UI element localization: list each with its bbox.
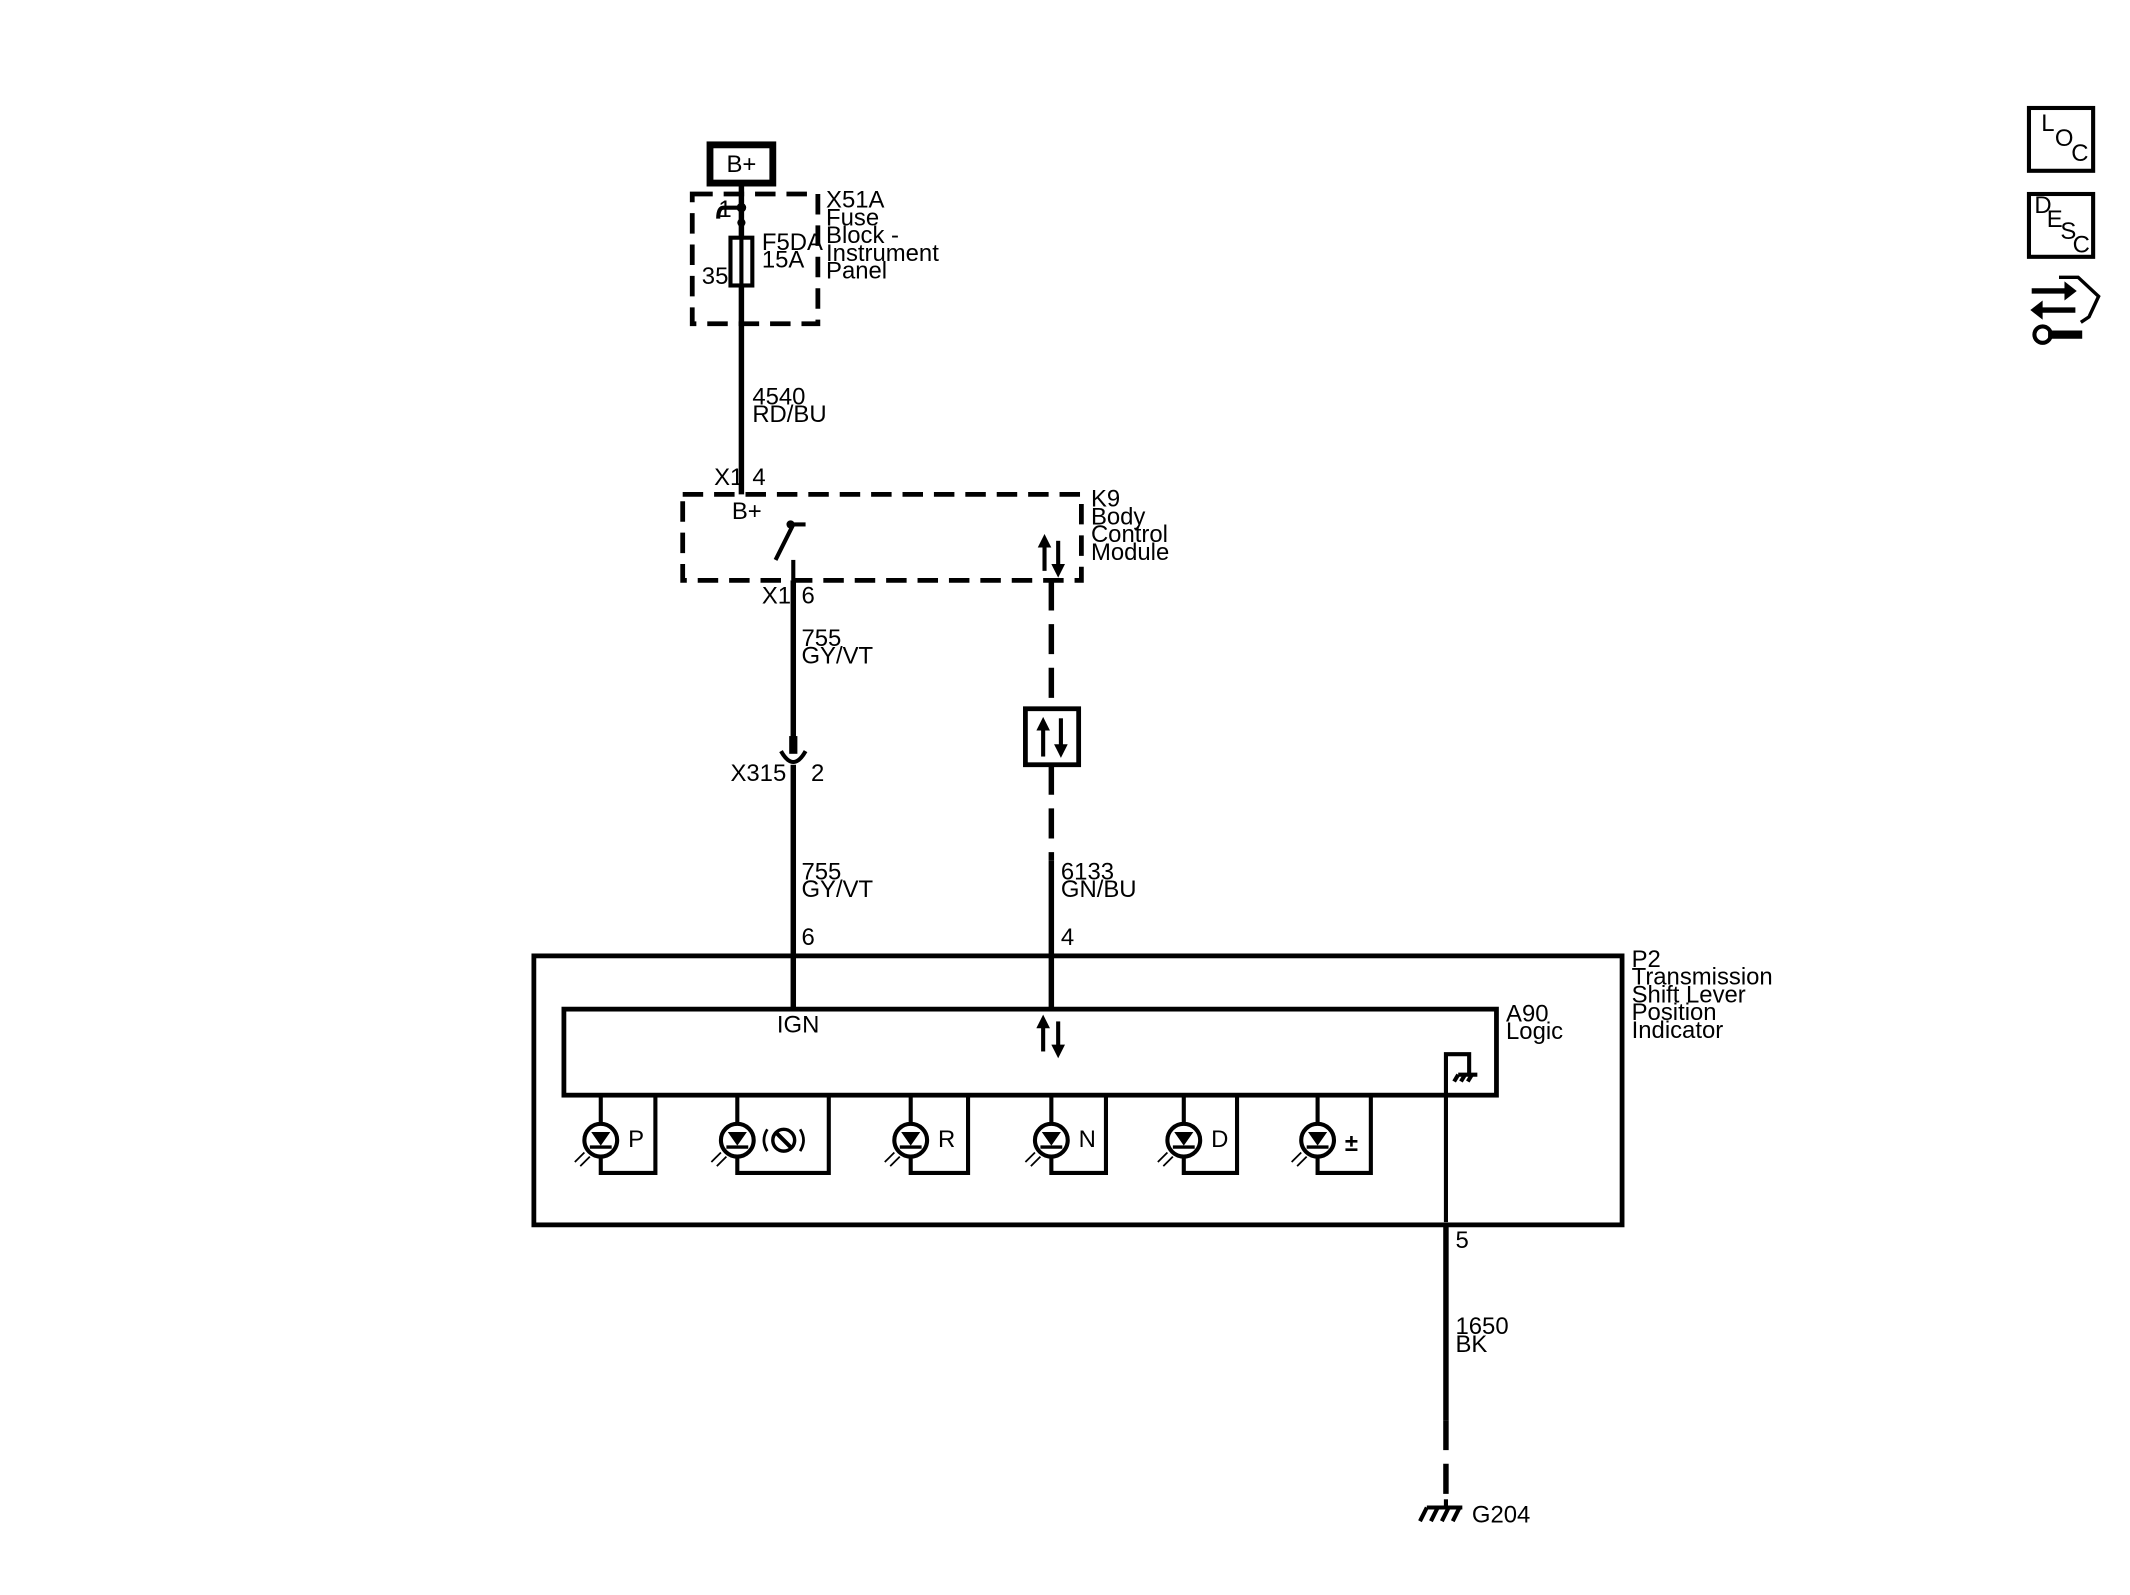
ign-label: IGN bbox=[777, 1011, 819, 1038]
wire-755-upper: 755 GY/VT bbox=[790, 580, 874, 746]
led-label: P bbox=[628, 1126, 644, 1153]
svg-text:Position: Position bbox=[1632, 999, 1717, 1026]
svg-text:35: 35 bbox=[702, 263, 729, 290]
led-label: ± bbox=[1345, 1130, 1358, 1157]
indicator-led-group: P R N D ± bbox=[574, 1095, 1373, 1176]
svg-text:4: 4 bbox=[1061, 924, 1074, 951]
svg-text:1: 1 bbox=[718, 196, 731, 223]
svg-text:A90: A90 bbox=[1506, 1000, 1548, 1027]
svg-text:4: 4 bbox=[752, 464, 765, 491]
led-indicator bbox=[710, 1095, 831, 1176]
led-indicator: ± bbox=[1291, 1095, 1373, 1176]
svg-text:6: 6 bbox=[801, 583, 814, 610]
svg-text:S: S bbox=[2060, 218, 2076, 245]
svg-text:15A: 15A bbox=[762, 247, 805, 274]
svg-text:Logic: Logic bbox=[1506, 1018, 1563, 1045]
svg-text:755: 755 bbox=[801, 625, 841, 652]
svg-text:Module: Module bbox=[1091, 539, 1169, 566]
svg-text:Shift Lever: Shift Lever bbox=[1632, 981, 1746, 1008]
svg-text:Instrument: Instrument bbox=[826, 240, 939, 267]
svg-text:5: 5 bbox=[1456, 1227, 1469, 1254]
led-indicator: N bbox=[1024, 1095, 1109, 1176]
svg-text:6: 6 bbox=[801, 924, 814, 951]
svg-text:Panel: Panel bbox=[826, 258, 887, 285]
bcm-switch-symbol bbox=[773, 523, 796, 561]
bcm-name: K9 bbox=[1091, 486, 1120, 513]
svg-text:Body: Body bbox=[1091, 503, 1145, 530]
led-label: D bbox=[1211, 1126, 1228, 1153]
battery-power-source: B+ bbox=[706, 141, 777, 187]
svg-text:GY/VT: GY/VT bbox=[801, 643, 873, 670]
svg-text:Block -: Block - bbox=[826, 222, 899, 249]
indicator-name: P2 bbox=[1632, 946, 1661, 973]
svg-text:F5DA: F5DA bbox=[762, 229, 823, 256]
connector-repair-icon[interactable] bbox=[2030, 275, 2101, 345]
svg-text:4540: 4540 bbox=[752, 383, 805, 410]
svg-text:D: D bbox=[2034, 192, 2051, 219]
shift-lever-position-indicator-p2: P2 Transmission Shift Lever Position Ind… bbox=[531, 946, 1773, 1228]
svg-text:755: 755 bbox=[801, 858, 841, 885]
svg-text:6133: 6133 bbox=[1061, 858, 1114, 885]
svg-text:1650: 1650 bbox=[1456, 1313, 1509, 1340]
shift-lock-icon bbox=[762, 1127, 805, 1153]
fuse-cavity-symbol bbox=[716, 205, 742, 219]
logic-ground-path bbox=[1443, 1052, 1472, 1223]
svg-text:B+: B+ bbox=[732, 498, 762, 525]
wire-6133-serial-data: 6133 GN/BU 4 bbox=[1023, 580, 1137, 1010]
wire-1650-ground: 5 1650 BK bbox=[1443, 1224, 1509, 1500]
serial-data-symbol bbox=[1023, 706, 1082, 768]
svg-text:E: E bbox=[2047, 206, 2063, 233]
led-indicator: D bbox=[1157, 1095, 1240, 1176]
fuse-block-x51a: 1 35 F5DA 15A X51A Fuse Block - Instrume… bbox=[689, 183, 939, 327]
svg-text:C: C bbox=[2073, 232, 2090, 259]
fuse-block-name: X51A bbox=[826, 187, 884, 214]
svg-text:G204: G204 bbox=[1472, 1502, 1530, 1529]
wire-755-lower: 755 GY/VT 6 bbox=[790, 764, 874, 1010]
svg-text:GN/BU: GN/BU bbox=[1061, 876, 1137, 903]
svg-text:BK: BK bbox=[1456, 1331, 1488, 1358]
svg-text:Fuse: Fuse bbox=[826, 204, 879, 231]
led-label: N bbox=[1079, 1126, 1096, 1153]
svg-text:B+: B+ bbox=[726, 151, 756, 178]
body-control-module-k9: X1 4 B+ X1 6 K9 Body Control Module bbox=[680, 464, 1169, 610]
wire-4540: 4540 RD/BU bbox=[738, 285, 827, 495]
led-label: R bbox=[938, 1126, 955, 1153]
svg-text:Transmission: Transmission bbox=[1632, 964, 1773, 991]
svg-text:Indicator: Indicator bbox=[1632, 1017, 1724, 1044]
svg-text:X1: X1 bbox=[762, 583, 791, 610]
description-button[interactable]: D E S C bbox=[2026, 191, 2096, 259]
svg-text:RD/BU: RD/BU bbox=[752, 401, 826, 428]
svg-text:C: C bbox=[2071, 140, 2088, 167]
svg-text:X1: X1 bbox=[714, 464, 743, 491]
svg-text:2: 2 bbox=[811, 760, 824, 787]
svg-text:X315: X315 bbox=[730, 760, 786, 787]
inline-connector-x315: X315 2 bbox=[730, 736, 824, 787]
led-indicator: R bbox=[884, 1095, 971, 1176]
logic-block-a90: IGN A90 Logic bbox=[561, 1000, 1563, 1223]
svg-text:Control: Control bbox=[1091, 521, 1168, 548]
location-button[interactable]: L O C bbox=[2026, 105, 2096, 173]
svg-text:GY/VT: GY/VT bbox=[801, 876, 873, 903]
svg-text:O: O bbox=[2055, 125, 2074, 152]
ground-g204: G204 bbox=[1418, 1499, 1530, 1529]
led-indicator: P bbox=[574, 1095, 658, 1176]
svg-text:L: L bbox=[2041, 110, 2054, 137]
